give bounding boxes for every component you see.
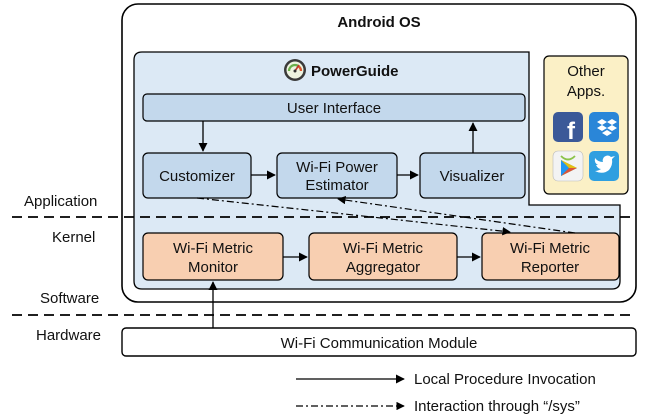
customizer-label: Customizer — [159, 168, 235, 185]
metric-aggregator-label-line2: Aggregator — [346, 259, 420, 276]
svg-text:f: f — [567, 118, 576, 145]
legend-solid-label: Local Procedure Invocation — [414, 371, 596, 388]
estimator-label-line2: Estimator — [305, 177, 368, 194]
metric-aggregator-label-line1: Wi-Fi Metric — [343, 240, 423, 257]
facebook-icon: f — [553, 112, 583, 145]
layer-label-application: Application — [24, 193, 97, 210]
other-apps-label-line1: Other — [567, 63, 605, 80]
powerguide-title: PowerGuide — [311, 63, 399, 80]
comm-module-label: Wi-Fi Communication Module — [281, 335, 478, 352]
dropbox-icon — [589, 112, 619, 142]
metric-reporter-box — [481, 232, 620, 281]
metric-monitor-label-line1: Wi-Fi Metric — [173, 240, 253, 257]
user-interface-box — [142, 93, 526, 122]
metric-reporter-label-line1: Wi-Fi Metric — [510, 240, 590, 257]
gauge-icon — [284, 59, 306, 81]
twitter-icon — [589, 151, 619, 181]
android-os-title: Android OS — [337, 14, 420, 31]
estimator-label-line1: Wi-Fi Power — [296, 159, 378, 176]
layer-label-software: Software — [40, 290, 99, 307]
google-play-icon — [552, 150, 584, 182]
sys-arrow-reporter-to-estimator — [337, 195, 576, 234]
metric-reporter-label-line2: Reporter — [521, 259, 579, 276]
legend-dashdot-label: Interaction through “/sys” — [414, 398, 580, 415]
metric-monitor-label-line2: Monitor — [188, 259, 238, 276]
layer-label-hardware: Hardware — [36, 327, 101, 344]
comm-module-box — [121, 327, 637, 357]
layer-label-kernel: Kernel — [52, 229, 95, 246]
user-interface-label: User Interface — [287, 100, 381, 117]
other-apps-label-line2: Apps. — [567, 83, 605, 100]
visualizer-label: Visualizer — [440, 168, 505, 185]
